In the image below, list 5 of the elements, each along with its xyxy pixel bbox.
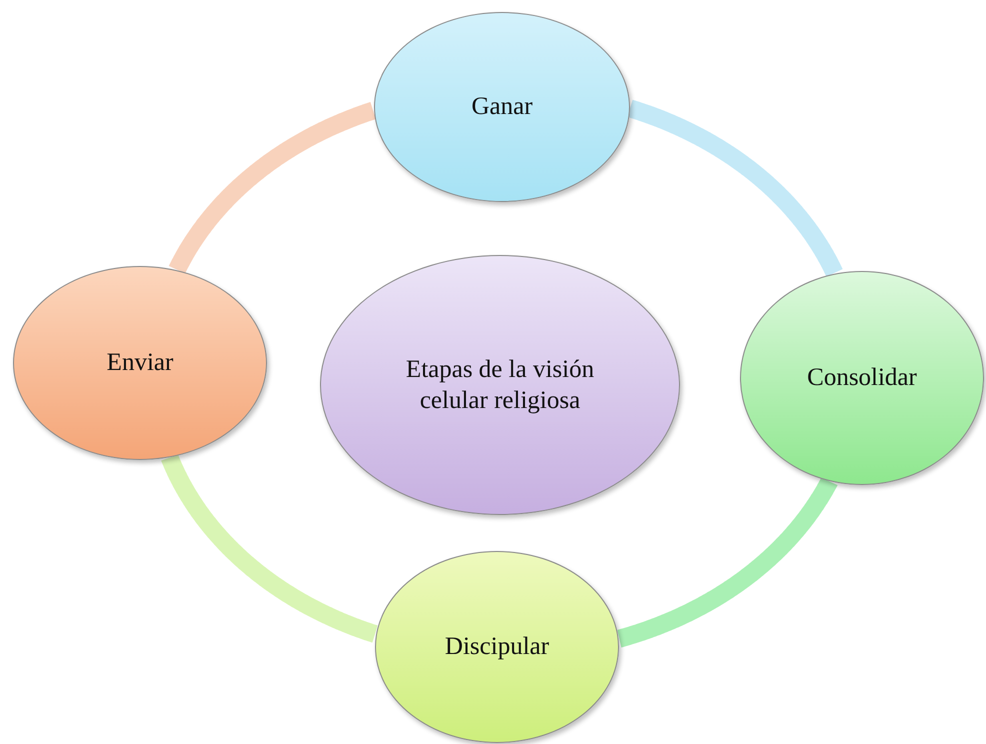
stage-label: Discipular [444, 632, 550, 662]
stage-label: Ganar [471, 92, 533, 122]
stage-label: Enviar [106, 348, 174, 378]
stage-label: Etapas de la visión celular religiosa [405, 354, 595, 416]
stage-label: Consolidar [807, 363, 917, 394]
